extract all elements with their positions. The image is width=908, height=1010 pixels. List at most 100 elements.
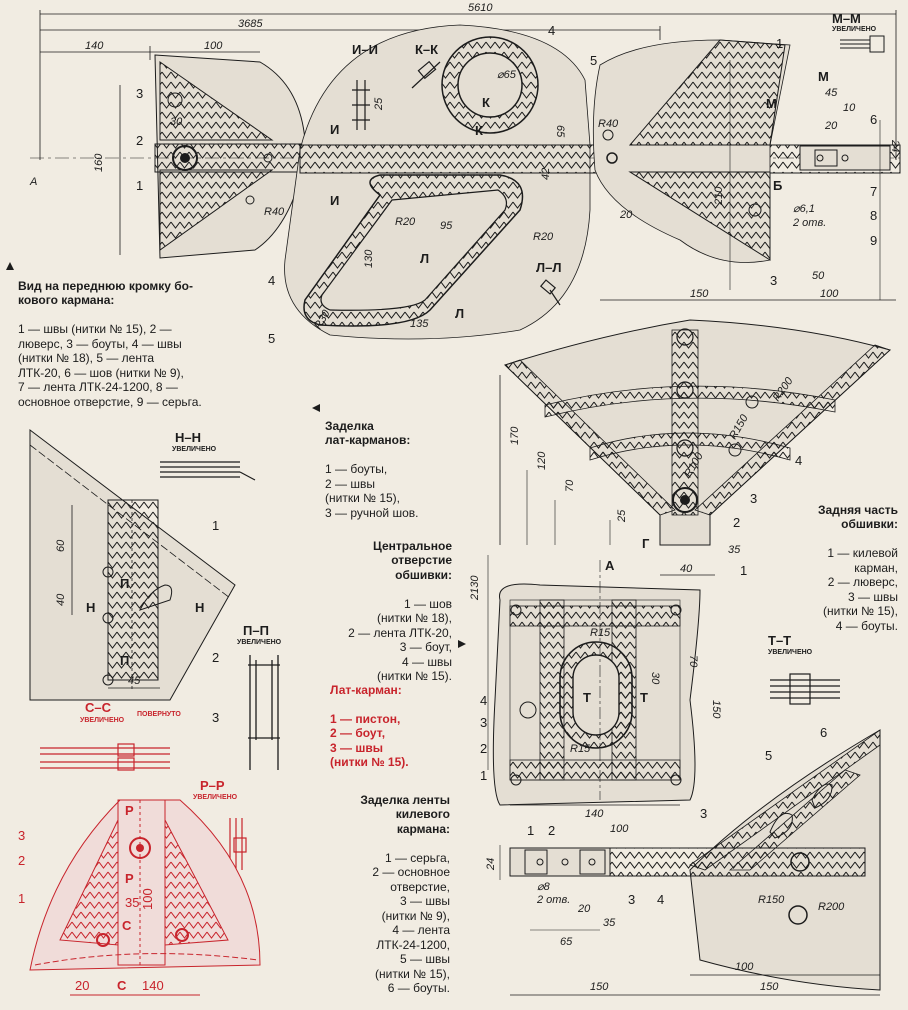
section-m-m-scale: УВЕЛИЧЕНО xyxy=(832,26,877,33)
lat-pocket-red-view xyxy=(29,799,261,996)
section-s-s-scale: УВЕЛИЧЕНО xyxy=(80,717,125,724)
section-i-i: И–И xyxy=(352,42,378,57)
dim-170: 170 xyxy=(509,426,521,445)
keel-strip-view xyxy=(284,24,901,340)
mark-i-2: И xyxy=(330,193,339,208)
num-4-triangle: 4 xyxy=(268,273,275,288)
dim-150-keel-left: 150 xyxy=(590,981,609,993)
dim-5610: 5610 xyxy=(468,2,493,14)
section-r-r: Р–Р xyxy=(200,778,225,793)
section-m-m: М–М xyxy=(832,11,861,26)
dim-65-keel: 65 xyxy=(560,936,573,948)
mark-p-1: П xyxy=(120,576,129,591)
dim-65: 65 xyxy=(554,125,566,138)
triangle-marker-central xyxy=(458,640,466,648)
mark-m-1: М xyxy=(818,69,829,84)
dim-140-center: 140 xyxy=(585,808,604,820)
section-p-p-scale: УВЕЛИЧЕНО xyxy=(237,639,282,646)
num-1-keel: 1 xyxy=(527,823,534,838)
dim-150-rear: 150 xyxy=(690,288,709,300)
dim-40-fan: 40 xyxy=(680,563,693,575)
num-3-p: 3 xyxy=(212,710,219,725)
num-1-rear: 1 xyxy=(776,36,783,51)
dim-70-center: 70 xyxy=(687,655,699,668)
dim-24-right: 24 xyxy=(889,139,901,152)
num-3-keel-b: 3 xyxy=(700,806,707,821)
caption-rear-skin-title: Задняя часть обшивки: xyxy=(818,502,898,532)
dim-20-red: 20 xyxy=(75,978,89,993)
section-p-detail xyxy=(248,655,280,770)
num-5-triangle: 5 xyxy=(268,331,275,346)
caption-rear-skin-body: 1 — килевой карман, 2 — люверс, 3 — швы … xyxy=(823,546,898,633)
num-6-rear: 6 xyxy=(870,112,877,127)
dim-r150-keel: R150 xyxy=(758,894,785,906)
dim-phi65: ⌀65 xyxy=(497,69,517,81)
num-1-fan: 1 xyxy=(740,563,747,578)
num-3-rear: 3 xyxy=(770,273,777,288)
section-t-t: Т–Т xyxy=(768,633,791,648)
num-2-fan: 2 xyxy=(733,515,740,530)
num-6-keel: 6 xyxy=(820,725,827,740)
dim-130: 130 xyxy=(363,249,375,268)
dim-3685: 3685 xyxy=(238,18,263,30)
mark-g: Г xyxy=(642,536,650,551)
caption-front-edge: Вид на переднюю кромку бо- кового карман… xyxy=(18,264,228,424)
dim-2-holes-keel: 2 отв. xyxy=(536,894,570,906)
caption-keel-tape-title: Заделка ленты килевого кармана: xyxy=(360,792,450,836)
dim-140-red: 140 xyxy=(142,978,164,993)
dim-35-red: 35 xyxy=(125,895,139,910)
triangle-marker-lat xyxy=(312,404,320,412)
dim-20-small: 20 xyxy=(824,120,838,132)
section-t-detail xyxy=(770,673,840,705)
side-pocket-view xyxy=(30,54,900,259)
triangle-marker-front xyxy=(6,262,14,270)
caption-front-edge-body: 1 — швы (нитки № 15), 2 — люверс, 3 — бо… xyxy=(18,322,202,409)
num-4-ring: 4 xyxy=(548,23,555,38)
num-4-keel: 4 xyxy=(657,892,664,907)
caption-lat-pocket-body: 1 — пистон, 2 — боут, 3 — швы (нитки № 1… xyxy=(330,711,409,770)
dim-100-rear: 100 xyxy=(820,288,839,300)
num-7-rear: 7 xyxy=(870,184,877,199)
dim-25-top: 25 xyxy=(373,97,385,111)
caption-lat-pocket-sealing-body: 1 — боуты, 2 — швы (нитки № 15), 3 — руч… xyxy=(325,462,419,520)
dim-25-fan: 25 xyxy=(616,509,628,523)
dim-r20-b: R20 xyxy=(533,231,554,243)
dim-r15-a: R15 xyxy=(590,627,611,639)
dim-24-keel: 24 xyxy=(485,858,497,871)
caption-lat-pocket: Лат-карман: 1 — пистон, 2 — боут, 3 — шв… xyxy=(330,668,460,784)
dim-2130: 2130 xyxy=(469,575,481,601)
num-2-red: 2 xyxy=(18,853,25,868)
dim-100-red: 100 xyxy=(140,888,155,910)
caption-front-edge-title: Вид на переднюю кромку бо- кового карман… xyxy=(18,278,194,308)
dim-70-fan: 70 xyxy=(564,479,576,492)
section-i-detail xyxy=(352,60,441,130)
mark-n-2: Н xyxy=(195,600,204,615)
dim-r20-a: R20 xyxy=(395,216,416,228)
num-1-left: 1 xyxy=(136,178,143,193)
mark-r-2: Р xyxy=(125,871,134,886)
num-3-center: 3 xyxy=(480,715,487,730)
mark-t-1: Т xyxy=(583,690,591,705)
num-1-red: 1 xyxy=(18,891,25,906)
top-dimensions xyxy=(39,10,897,160)
num-3-left: 3 xyxy=(136,86,143,101)
dim-10: 10 xyxy=(843,102,856,114)
section-r-r-scale: УВЕЛИЧЕНО xyxy=(193,794,238,801)
caption-central-hole-title: Центральное отверстие обшивки: xyxy=(373,538,452,582)
num-4-center: 4 xyxy=(480,693,487,708)
dim-r15-b: R15 xyxy=(570,743,591,755)
num-2-keel: 2 xyxy=(548,823,555,838)
num-3-fan: 3 xyxy=(750,491,757,506)
caption-lat-pocket-sealing: Заделка лат-карманов: 1 — боуты, 2 — швы… xyxy=(325,404,465,535)
dim-40-lat: 40 xyxy=(55,593,67,606)
mark-a-center: А xyxy=(605,558,615,573)
mark-a-left: А xyxy=(29,176,37,188)
dim-120: 120 xyxy=(536,451,548,470)
central-hole-view xyxy=(487,555,701,806)
dim-35-keel: 35 xyxy=(603,917,616,929)
dim-r40-right: R40 xyxy=(598,118,619,130)
dim-135: 135 xyxy=(410,318,429,330)
dim-50: 50 xyxy=(812,270,825,282)
num-2-center: 2 xyxy=(480,741,487,756)
